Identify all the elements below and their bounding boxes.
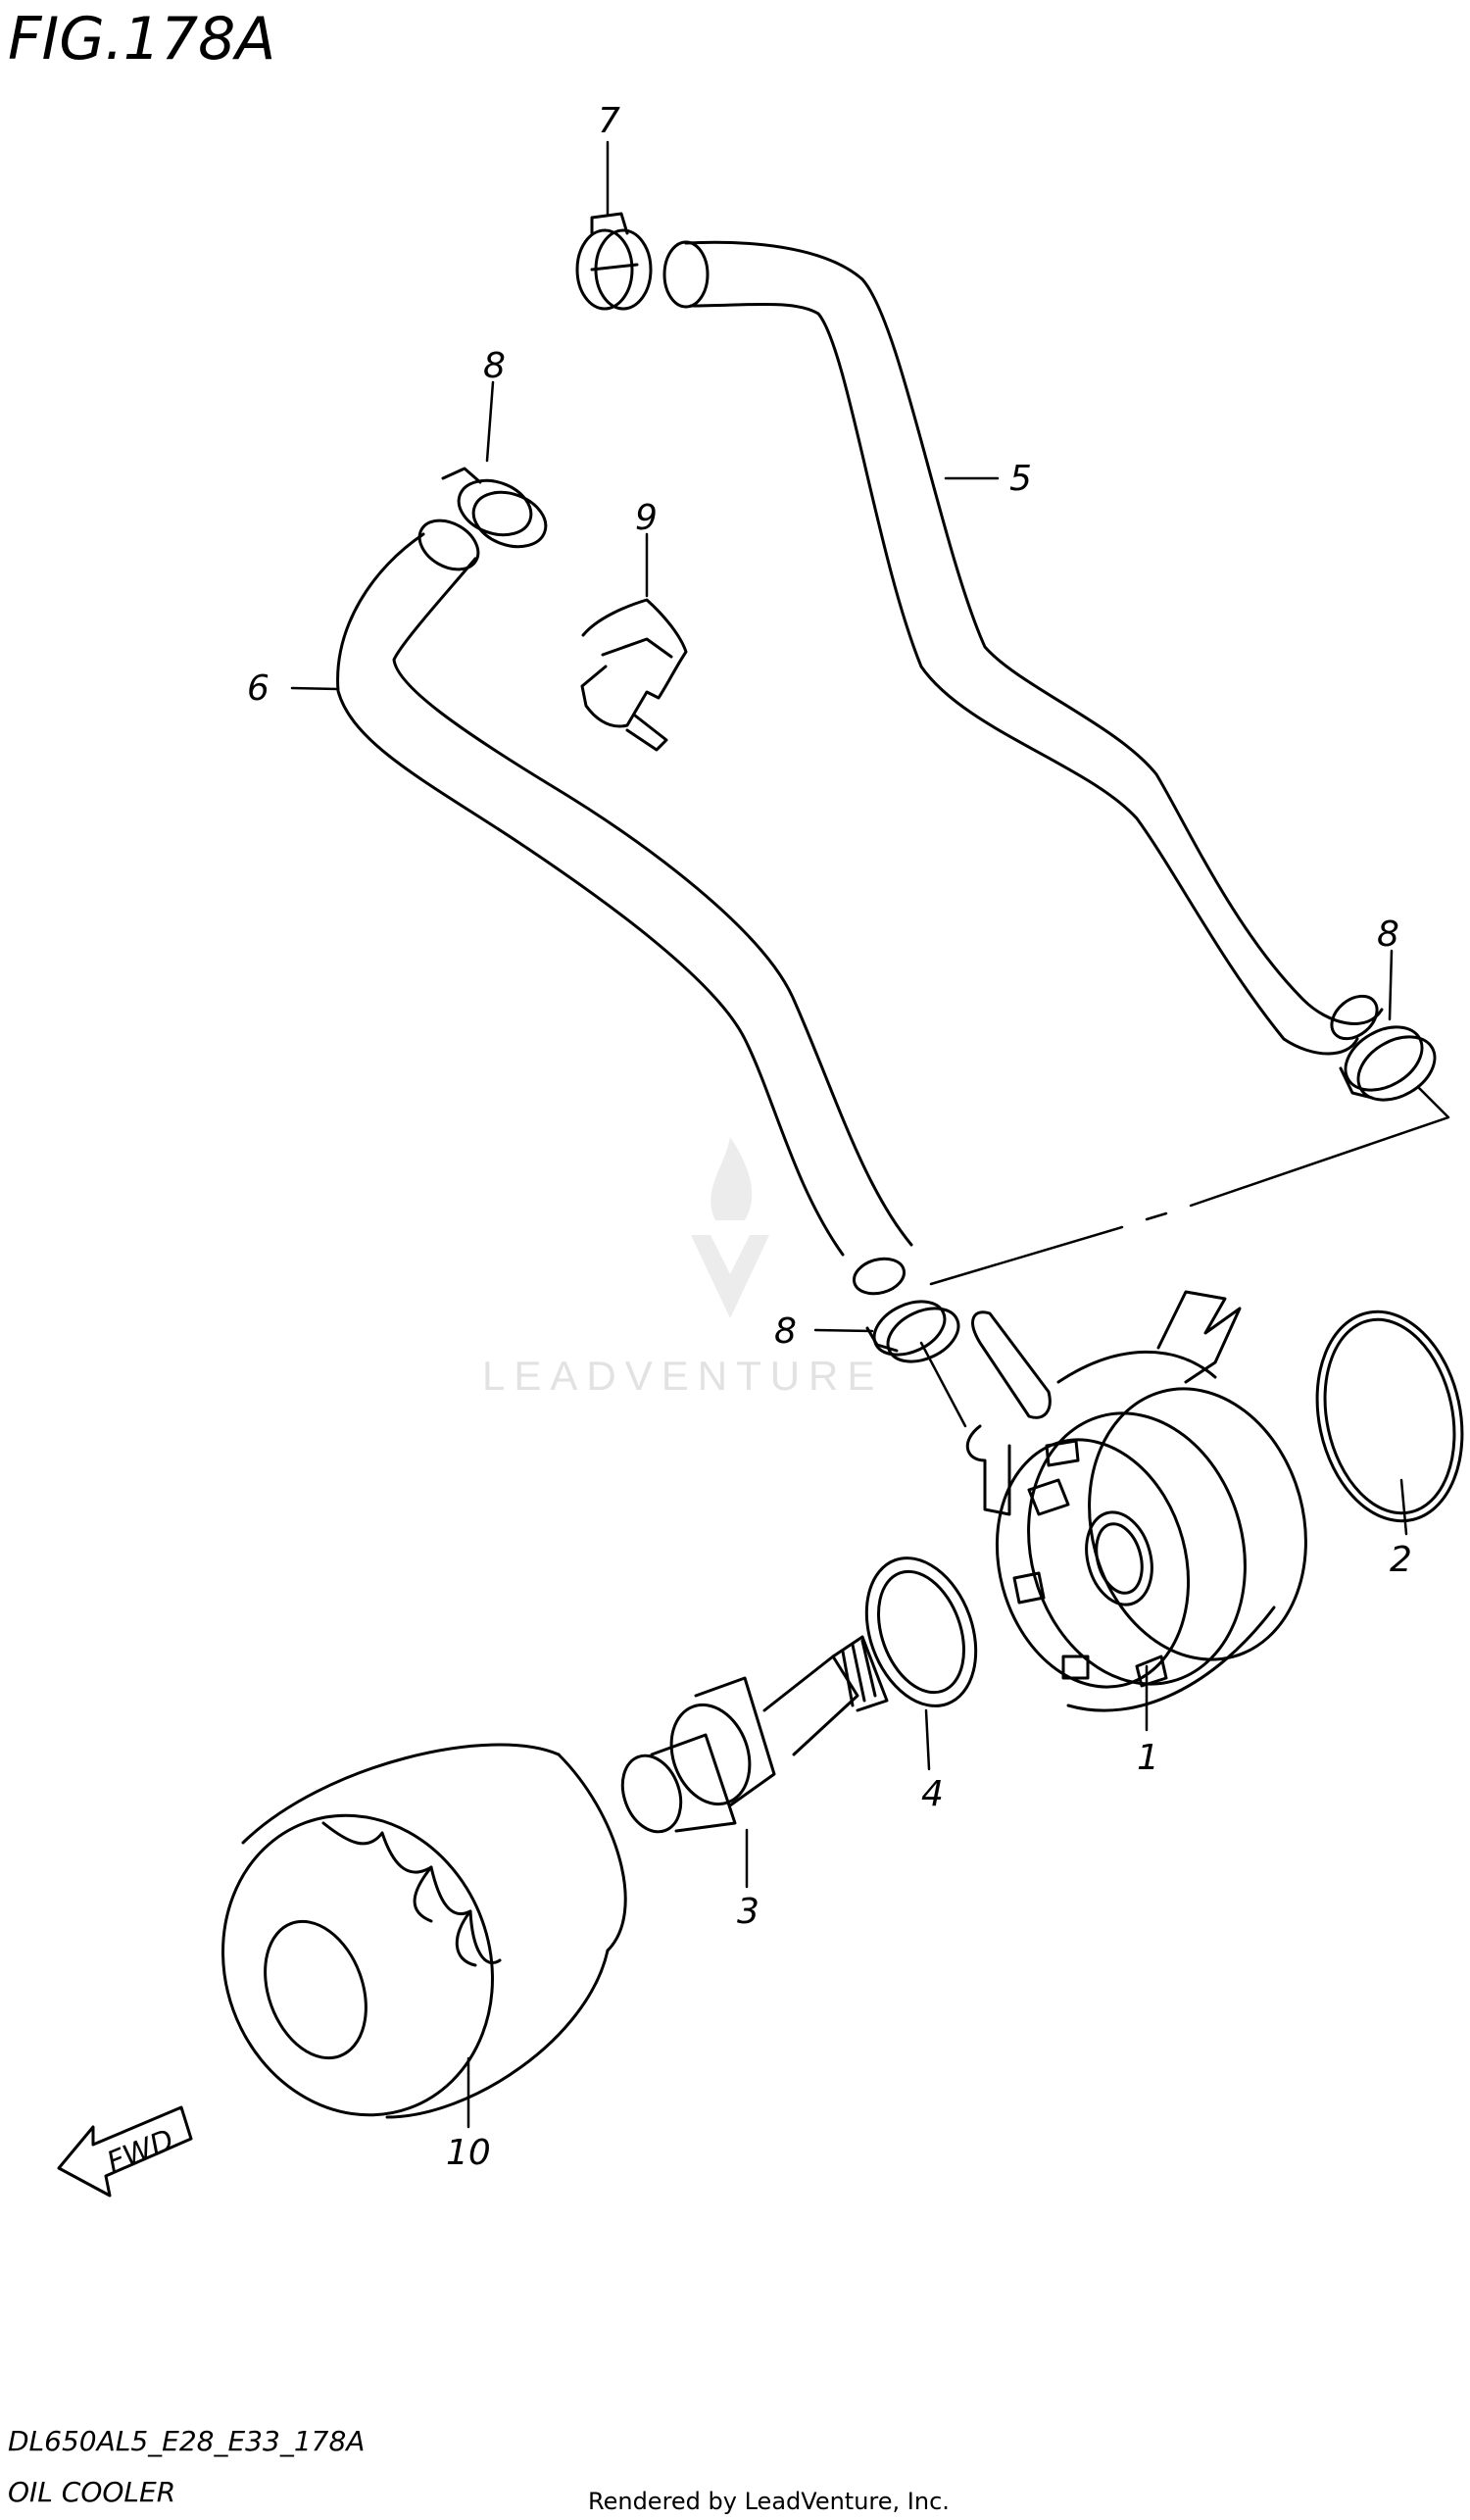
callout-7: 7	[598, 101, 620, 141]
callout-8-right: 8	[1377, 914, 1399, 955]
clip-9	[580, 598, 688, 752]
callout-9: 9	[635, 498, 658, 538]
watermark: LEADVENTURE	[482, 1137, 883, 1399]
hose-5	[662, 240, 1384, 1056]
connector-dashed-line	[929, 1086, 1450, 1286]
diagram-code: DL650AL5_E28_E33_178A	[8, 2425, 365, 2457]
oil-cooler-1	[965, 1290, 1307, 1712]
union-bolt-3	[620, 1635, 889, 1834]
clamp-7	[575, 212, 653, 311]
washer-4	[864, 1556, 978, 1707]
oil-filter-10	[221, 1743, 627, 2119]
callout-10: 10	[446, 2133, 491, 2173]
clamp-8-lower	[865, 1300, 960, 1363]
callout-6: 6	[247, 668, 270, 709]
watermark-text: LEADVENTURE	[482, 1353, 883, 1399]
fwd-arrow-icon	[57, 2105, 193, 2198]
figure-title: FIG.178A	[8, 5, 275, 74]
callout-8-upper: 8	[483, 346, 506, 386]
diagram-name: OIL COOLER	[8, 2476, 175, 2508]
callout-1: 1	[1137, 1738, 1159, 1778]
clamp-8-upper	[441, 467, 548, 549]
hose-6	[336, 519, 913, 1296]
clamp-8-right	[1339, 1025, 1437, 1102]
callout-5: 5	[1009, 459, 1032, 499]
leader-lines	[290, 140, 1408, 2129]
watermark-logo-icon	[691, 1235, 769, 1318]
connector-line-lower	[919, 1341, 967, 1428]
callout-4: 4	[921, 1774, 944, 1814]
callout-3: 3	[737, 1892, 760, 1932]
callout-2: 2	[1390, 1540, 1412, 1580]
render-credit: Rendered by LeadVenture, Inc.	[588, 2488, 950, 2515]
callout-8-lower: 8	[774, 1311, 797, 1352]
o-ring-2	[1315, 1309, 1464, 1523]
